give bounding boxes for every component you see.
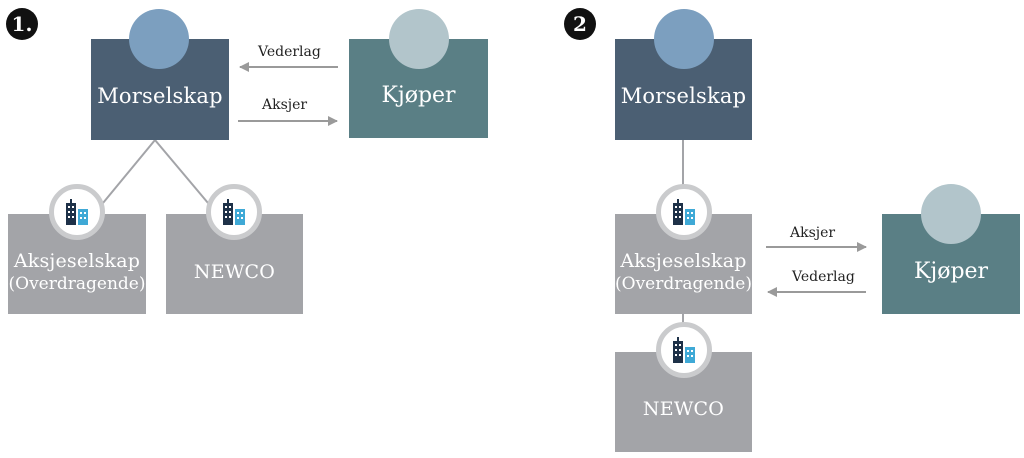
arrow-label-vederlag-1: Vederlag: [258, 44, 321, 60]
buyer-label-1: Kjøper: [381, 83, 456, 108]
arrow-label-vederlag-2: Vederlag: [792, 269, 855, 285]
arrow-label-aksjer-2: Aksjer: [790, 225, 836, 241]
building-icon: [656, 322, 712, 378]
company-label-line2-2: (Overdragende): [615, 274, 752, 294]
buyer-label-2: Kjøper: [913, 258, 989, 284]
newco-label-2: NEWCO: [642, 398, 725, 420]
step-badge-1: 1.: [6, 8, 38, 40]
buyer-box-1: Kjøper: [349, 39, 488, 138]
building-icon: [656, 184, 712, 240]
company-label-line1-2: Aksjeselskap: [620, 250, 747, 272]
building-icon: [206, 184, 262, 240]
person-circle-icon: [129, 9, 189, 69]
parent-company-label-1: Morselskap: [97, 83, 223, 108]
step-badge-2: 2: [564, 8, 596, 40]
arrow-label-aksjer-1: Aksjer: [262, 97, 308, 113]
company-label-line1-1: Aksjeselskap: [13, 250, 141, 272]
link-parent-child1: [102, 139, 156, 204]
link-parent-child2: [154, 139, 209, 204]
step-badge-1-label: 1.: [11, 12, 33, 36]
step-badge-2-label: 2: [573, 12, 587, 36]
building-icon: [49, 184, 105, 240]
parent-company-label-2: Morselskap: [620, 83, 747, 108]
parent-company-box-1: Morselskap: [91, 39, 229, 140]
person-circle-icon: [389, 9, 449, 69]
newco-label-1: NEWCO: [193, 261, 276, 283]
company-label-line2-1: (Overdragende): [8, 274, 146, 294]
person-circle-icon: [654, 9, 714, 69]
person-circle-icon: [921, 184, 981, 244]
